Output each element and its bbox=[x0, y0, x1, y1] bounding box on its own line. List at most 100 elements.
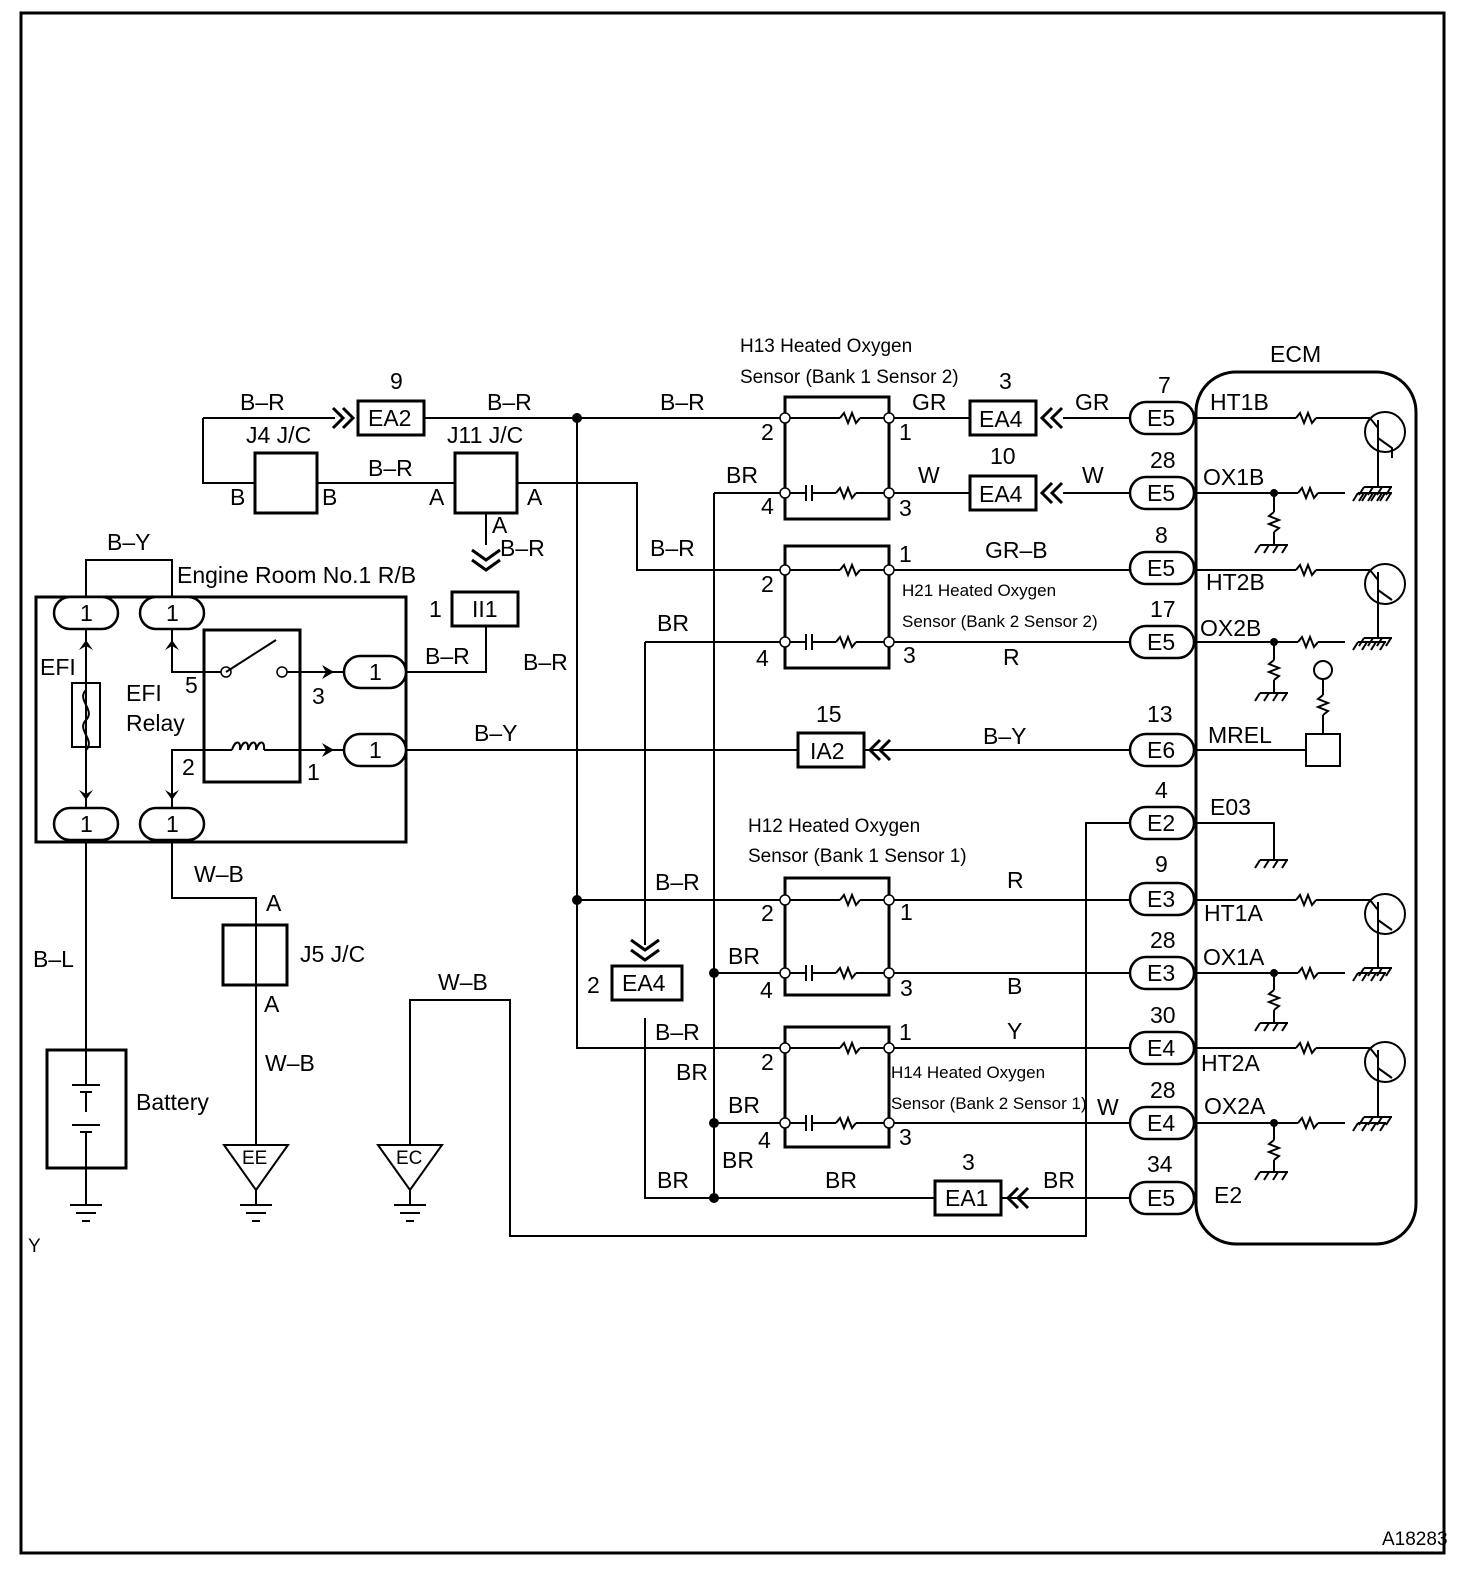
ia2-chevron-icon bbox=[867, 738, 892, 762]
ground-icon-battery bbox=[70, 1204, 102, 1222]
wire-brown-8: BR bbox=[825, 1167, 857, 1193]
ea4-left-pin: 2 bbox=[587, 972, 600, 998]
h12-sensor bbox=[779, 876, 895, 997]
ecm-pin-e5-2: E5 bbox=[1147, 480, 1175, 506]
j4-pin-b-right: B bbox=[322, 484, 337, 510]
ecm-term-ht1a: HT1A bbox=[1204, 900, 1263, 926]
wire-grb: GR–B bbox=[985, 537, 1048, 563]
relay-switch-arm bbox=[225, 639, 277, 673]
engine-room-rb-box bbox=[34, 595, 408, 844]
ecm-pin-e4-1: E4 bbox=[1147, 1035, 1175, 1061]
h21-pin-2: 2 bbox=[761, 571, 774, 597]
wire-br-8: B–R bbox=[523, 649, 568, 675]
ecm-pinnum-17: 17 bbox=[1150, 596, 1176, 622]
j5-pin-a-bottom: A bbox=[264, 991, 280, 1017]
efi-fuse bbox=[71, 682, 101, 748]
efi-fuse-label: EFI bbox=[40, 654, 76, 680]
wire-bl: B–L bbox=[33, 946, 74, 972]
relay-pin-5: 5 bbox=[185, 672, 198, 698]
ecm-term-ht1b: HT1B bbox=[1210, 389, 1269, 415]
h13-pin-2: 2 bbox=[761, 419, 774, 445]
efi-relay-label-1: EFI bbox=[126, 680, 162, 706]
wire-brown-4: BR bbox=[676, 1059, 708, 1085]
h14-pin-1: 1 bbox=[899, 1019, 912, 1045]
ecm-pinnum-28a: 28 bbox=[1150, 447, 1176, 473]
ia2-connector bbox=[796, 731, 866, 769]
wire-br-10: B–R bbox=[655, 1019, 700, 1045]
wire-br-5: B–R bbox=[500, 535, 545, 561]
ecm-box bbox=[1194, 370, 1418, 1246]
j5-jc-label: J5 J/C bbox=[300, 941, 365, 967]
ground-icon-ec bbox=[394, 1204, 426, 1222]
ecm-pin-e5-3: E5 bbox=[1147, 555, 1175, 581]
relay-pin-2: 2 bbox=[182, 754, 195, 780]
h14-pin-3: 3 bbox=[899, 1124, 912, 1150]
h14-pin-4: 4 bbox=[758, 1127, 771, 1153]
wire-brown-1: BR bbox=[726, 462, 758, 488]
ea4-top-pin: 3 bbox=[999, 368, 1012, 394]
wire-br-7: B–R bbox=[425, 643, 470, 669]
ecm-term-ox2b: OX2B bbox=[1200, 615, 1261, 641]
ecm-term-mrel: MREL bbox=[1208, 722, 1272, 748]
ecm-pin-e5-1: E5 bbox=[1147, 405, 1175, 431]
corner-mark: Y bbox=[28, 1236, 41, 1257]
battery-label: Battery bbox=[136, 1089, 209, 1115]
ground-icon-ee bbox=[240, 1204, 272, 1222]
wire-wb-3: W–B bbox=[438, 969, 488, 995]
rb-internal-wiring bbox=[79, 629, 344, 808]
ecm-pin-e4-2: E4 bbox=[1147, 1110, 1175, 1136]
wire-y: Y bbox=[1007, 1018, 1022, 1044]
h13-pin-4: 4 bbox=[761, 493, 774, 519]
wire-by-right: B–Y bbox=[983, 723, 1026, 749]
j11-pin-a-left: A bbox=[429, 484, 445, 510]
ecm-pinnum-28b: 28 bbox=[1150, 927, 1176, 953]
ecm-term-e03: E03 bbox=[1210, 794, 1251, 820]
h14-label-1: H14 Heated Oxygen bbox=[891, 1063, 1045, 1082]
rb-pin-top-left-label: 1 bbox=[80, 600, 93, 626]
j11-jc-label: J11 J/C bbox=[447, 422, 523, 448]
h13-pin-1: 1 bbox=[899, 419, 912, 445]
h21-pin-4: 4 bbox=[756, 645, 769, 671]
ee-ground-triangle bbox=[222, 1144, 290, 1192]
efi-relay-box bbox=[202, 628, 302, 784]
h21-label-2: Sensor (Bank 2 Sensor 2) bbox=[902, 612, 1098, 631]
ec-ground-label: EC bbox=[396, 1148, 422, 1169]
wire-brown-5: BR bbox=[728, 1092, 760, 1118]
wire-brown-3: BR bbox=[728, 943, 760, 969]
rb-pin-bottom-right-label: 1 bbox=[166, 811, 179, 837]
efi-relay-label-2: Relay bbox=[126, 710, 185, 736]
ea4-mid-label: EA4 bbox=[979, 481, 1023, 507]
ecm-internals bbox=[1194, 411, 1406, 1181]
wire-br-6: B–R bbox=[650, 535, 695, 561]
h14-pin-2: 2 bbox=[761, 1049, 774, 1075]
ecm-pin-e2: E2 bbox=[1147, 810, 1175, 836]
ecm-pinnum-30: 30 bbox=[1150, 1002, 1176, 1028]
ea1-connector bbox=[933, 1179, 1003, 1217]
relay-contact-b bbox=[276, 666, 288, 678]
wire-by-top: B–Y bbox=[107, 529, 150, 555]
relay-pin-3: 3 bbox=[312, 683, 325, 709]
ea4-top-label: EA4 bbox=[979, 406, 1023, 432]
ec-ground-triangle bbox=[376, 1144, 444, 1192]
wire-br-9: B–R bbox=[655, 869, 700, 895]
ecm-title: ECM bbox=[1270, 341, 1321, 367]
wire-w-3: W bbox=[1097, 1094, 1119, 1120]
wire-brown-2: BR bbox=[657, 610, 689, 636]
wire-b: B bbox=[1007, 973, 1022, 999]
h21-sensor bbox=[779, 544, 895, 670]
rb-pin-bottom-left-label: 1 bbox=[80, 811, 93, 837]
ecm-pinnum-4: 4 bbox=[1155, 777, 1168, 803]
wire-r-1: R bbox=[1003, 644, 1020, 670]
wire-br-1: B–R bbox=[240, 389, 285, 415]
rb-pin-out-2-label: 1 bbox=[369, 737, 382, 763]
relay-coil-icon bbox=[224, 741, 274, 751]
j4-jc-box bbox=[253, 451, 319, 515]
ea4-left-label: EA4 bbox=[622, 970, 666, 996]
ecm-pinnum-9: 9 bbox=[1155, 851, 1168, 877]
ecm-pin-e6: E6 bbox=[1147, 737, 1175, 763]
ea4-top-chevron-icon bbox=[1039, 406, 1064, 430]
j4-jc-label: J4 J/C bbox=[246, 422, 311, 448]
ecm-term-e2: E2 bbox=[1214, 1182, 1242, 1208]
h14-label-2: Sensor (Bank 2 Sensor 1) bbox=[891, 1094, 1087, 1113]
ea1-pin: 3 bbox=[962, 1149, 975, 1175]
